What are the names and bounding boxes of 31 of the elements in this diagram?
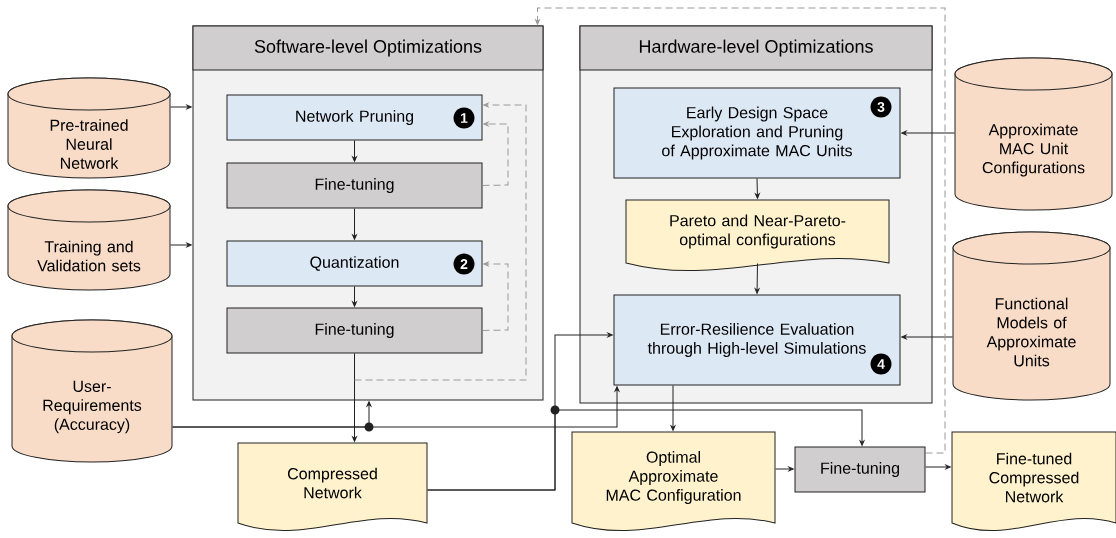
process-box: Fine-tuning [226, 162, 483, 209]
arrow [352, 353, 357, 442]
database-cylinder: Training and Validation sets [7, 189, 171, 291]
arrow [482, 261, 509, 331]
number-badge: 2 [453, 253, 475, 275]
arrow [172, 386, 620, 428]
process-box: Fine-tuning [794, 446, 926, 493]
database-cylinder: User-Requirements (Accuracy) [11, 319, 173, 463]
arrow [352, 208, 357, 240]
database-cylinder: Pre-trained Neural Network [7, 77, 171, 179]
arrow [775, 466, 794, 472]
arrow [427, 409, 865, 491]
arrow [925, 464, 951, 470]
arrow [535, 7, 946, 454]
arrow [901, 334, 953, 340]
arrow [170, 104, 192, 110]
number-badge: 1 [453, 107, 475, 129]
arrow [755, 178, 760, 199]
arrow [901, 130, 955, 136]
database-cylinder: Approximate MAC Unit Configurations [954, 57, 1113, 211]
arrow [352, 140, 357, 162]
database-cylinder: Functional Models of Approximate Units [952, 231, 1111, 401]
arrow [170, 242, 192, 248]
number-badge: 3 [870, 96, 892, 118]
arrow [670, 385, 676, 431]
arrow [352, 286, 357, 307]
arrow [754, 263, 760, 294]
arrow [482, 121, 509, 186]
arrow [354, 102, 527, 381]
process-box: Fine-tuning [226, 307, 483, 354]
number-badge: 4 [870, 353, 892, 375]
